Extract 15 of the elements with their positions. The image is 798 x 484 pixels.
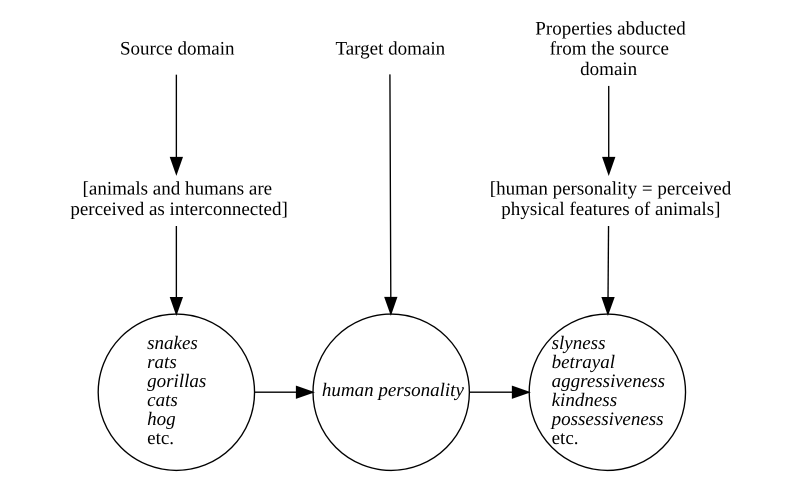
arrow: [601, 226, 615, 316]
node-circle: snakes rats gorillas cats hog etc.: [98, 313, 256, 472]
node-text: [human personality = perceived physical features of animals]: [490, 178, 732, 220]
node-text: [animals and humans are perceived as interconnected]: [70, 178, 288, 220]
node-text: Properties abducted from the source domain: [535, 18, 686, 80]
node-circle: slyness betrayal aggressiveness kindness possessiveness etc.: [528, 313, 686, 472]
arrow: [384, 74, 398, 316]
arrow: [170, 226, 184, 316]
arrow: [470, 386, 531, 399]
arrow: [254, 386, 315, 399]
arrow: [602, 86, 616, 176]
arrow: [170, 74, 184, 176]
node-text: Source domain: [120, 38, 235, 60]
node-circle: human personality: [312, 313, 470, 472]
node-text: Target domain: [335, 38, 446, 60]
